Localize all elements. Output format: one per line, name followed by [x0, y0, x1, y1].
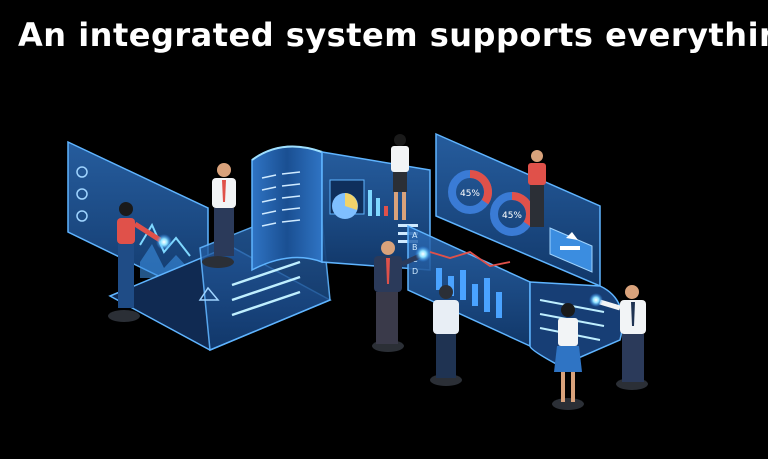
svg-text:45%: 45% [460, 189, 480, 199]
svg-text:A: A [412, 231, 418, 240]
svg-text:B: B [412, 243, 418, 252]
slide-title: An integrated system supports everything [18, 16, 768, 54]
person-man-blue-tie [589, 285, 646, 382]
person-woman-top-right [528, 150, 546, 227]
person-man-suit-center [374, 241, 431, 344]
person-man-red-tie-upper [212, 163, 236, 256]
person-woman-blue-skirt [554, 303, 582, 402]
person-man-with-phone [433, 285, 459, 378]
cylinder-screen [251, 145, 323, 272]
svg-text:D: D [412, 267, 418, 276]
donut-chart-left: 45% [448, 169, 493, 214]
person-woman-red-top [117, 202, 172, 308]
svg-text:45%: 45% [502, 211, 522, 221]
person-woman-top-center [391, 134, 409, 220]
upload-icon-tile [549, 227, 593, 273]
